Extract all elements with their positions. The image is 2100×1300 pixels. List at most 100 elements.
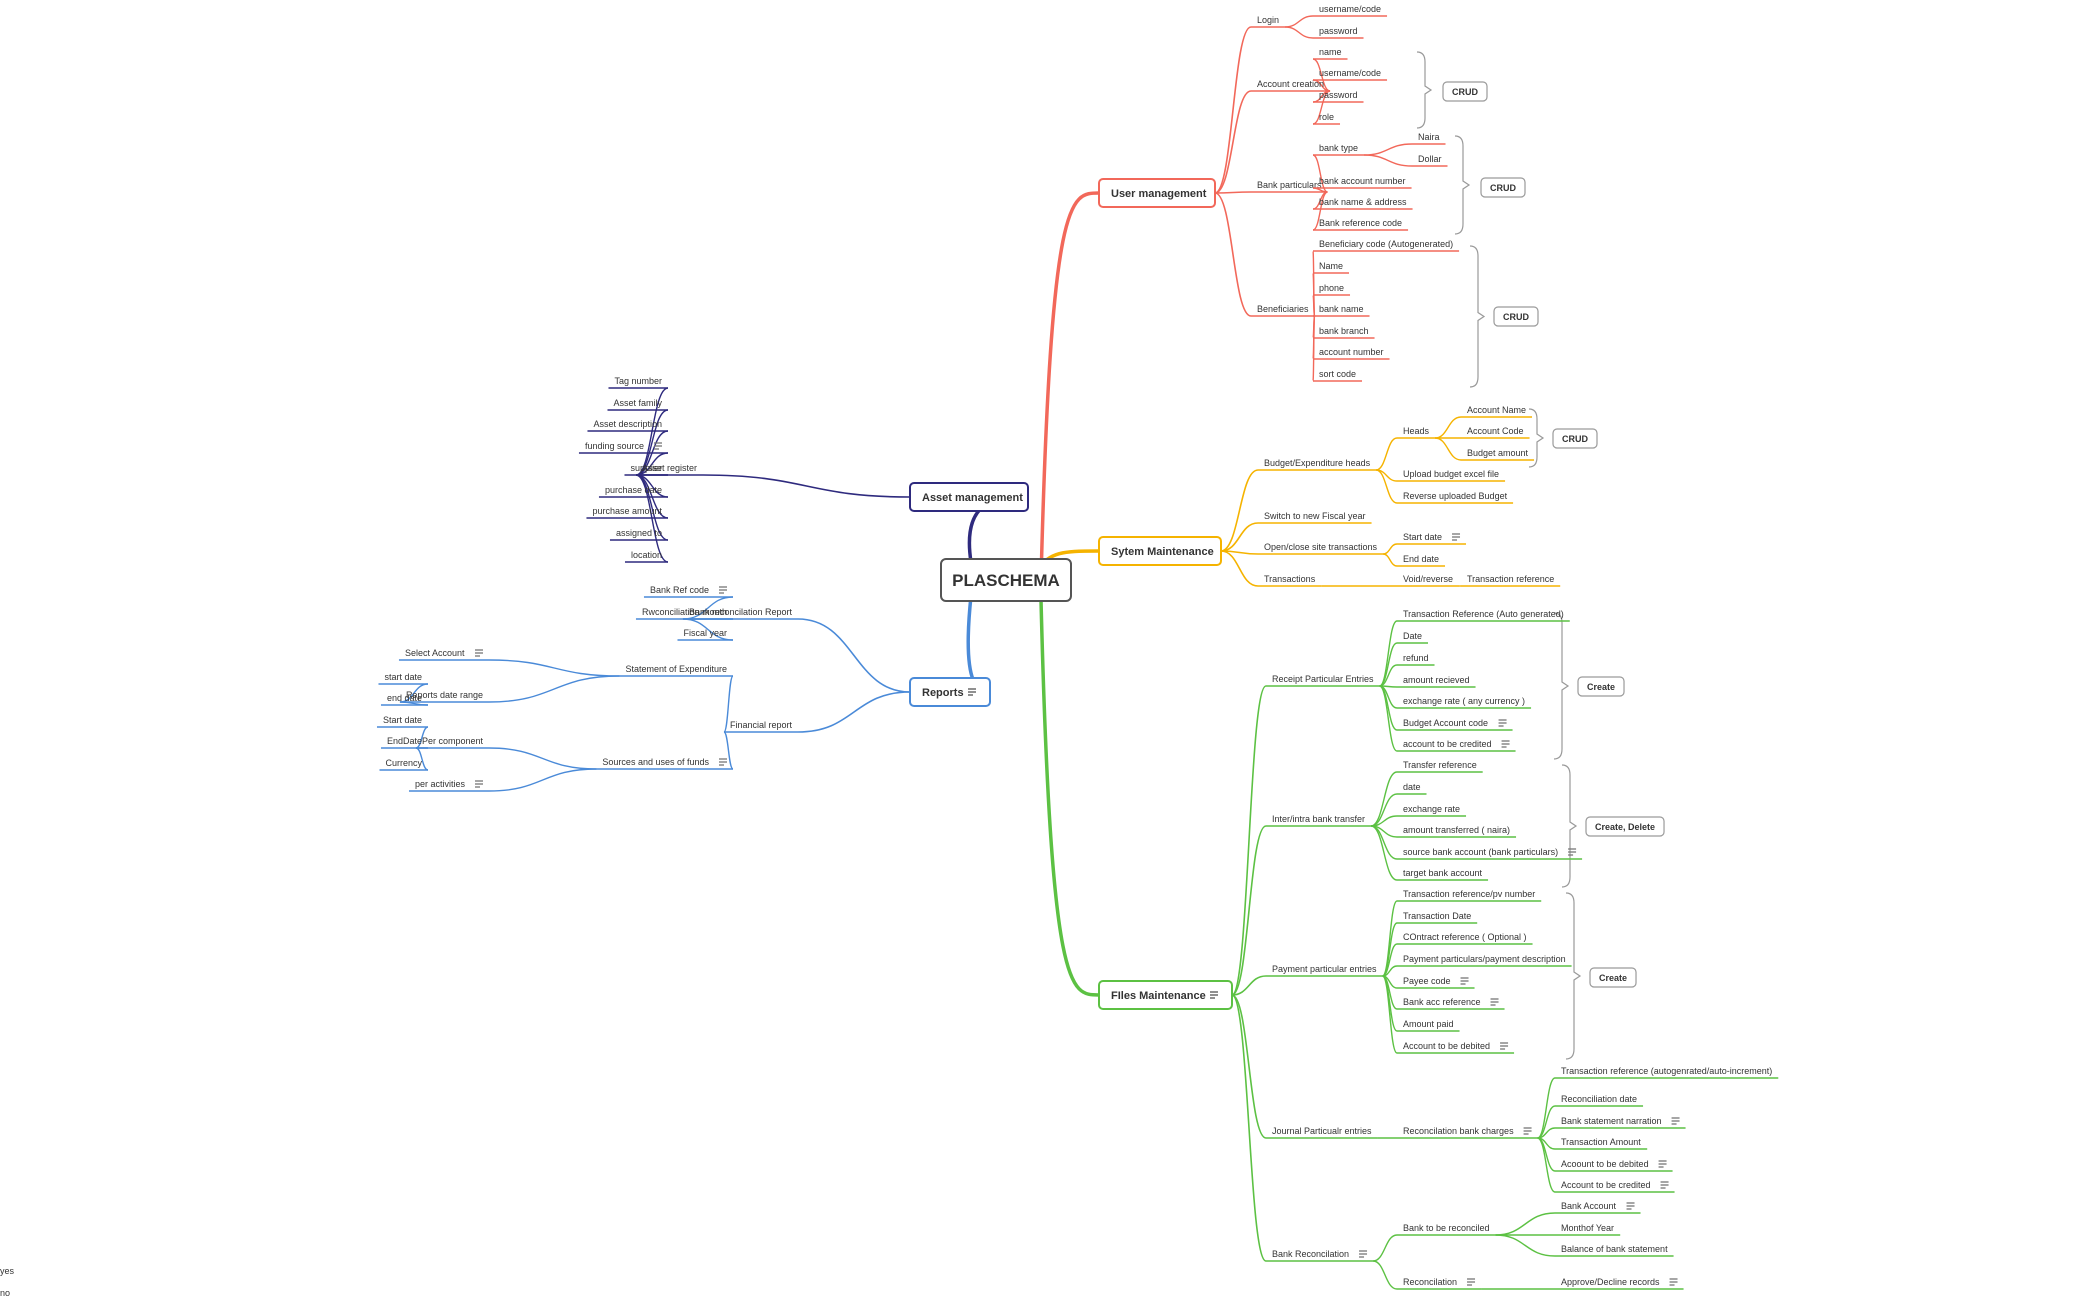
- topic-contract-reference-optional[interactable]: COntract reference ( Optional ): [1397, 932, 1533, 945]
- topic-bank-to-be-reconciled[interactable]: Bank to be reconciled: [1397, 1223, 1496, 1236]
- topic-sources-and-uses-of-funds[interactable]: Sources and uses of funds: [596, 757, 733, 770]
- topic-receipt-particular-entries[interactable]: Receipt Particular Entries: [1266, 674, 1380, 687]
- note-icon[interactable]: [1523, 1127, 1532, 1135]
- topic-no[interactable]: no: [0, 1288, 10, 1300]
- topic-amount-transferred-naira[interactable]: amount transferred ( naira): [1397, 825, 1517, 838]
- topic-bank-branch[interactable]: bank branch: [1313, 326, 1375, 339]
- topic-purchase-amount[interactable]: purchase amount: [586, 506, 668, 519]
- topic-open-close-site-transactions[interactable]: Open/close site transactions: [1258, 542, 1384, 555]
- note-icon[interactable]: [1452, 533, 1461, 541]
- topic-password[interactable]: password: [1313, 26, 1364, 39]
- topic-date[interactable]: date: [1397, 782, 1427, 795]
- note-icon[interactable]: [1490, 998, 1499, 1006]
- summary-create-delete[interactable]: Create, Delete: [1585, 816, 1665, 837]
- main-topic-reports[interactable]: Reports: [909, 677, 991, 707]
- main-topic-user-management[interactable]: User management: [1098, 178, 1216, 208]
- topic-transactions[interactable]: Transactions: [1258, 574, 1322, 587]
- topic-journal-particualr-entries[interactable]: Journal Particualr entries: [1266, 1126, 1378, 1139]
- note-icon[interactable]: [1210, 991, 1218, 999]
- note-icon[interactable]: [654, 442, 662, 450]
- topic-start-date[interactable]: start date: [378, 672, 428, 685]
- topic-bank-account[interactable]: Bank Account: [1555, 1201, 1641, 1214]
- topic-start-date[interactable]: Start date: [376, 715, 428, 728]
- note-icon[interactable]: [1500, 1042, 1509, 1050]
- summary-create[interactable]: Create: [1577, 676, 1625, 697]
- topic-amount-recieved[interactable]: amount recieved: [1397, 675, 1476, 688]
- topic-payment-particular-entries[interactable]: Payment particular entries: [1266, 964, 1383, 977]
- topic-switch-to-new-fiscal-year[interactable]: Switch to new Fiscal year: [1258, 511, 1372, 524]
- topic-budget-account-code[interactable]: Budget Account code: [1397, 718, 1513, 731]
- note-icon[interactable]: [1460, 977, 1469, 985]
- topic-acoount-to-be-debited[interactable]: Acoount to be debited: [1555, 1159, 1673, 1172]
- topic-currency[interactable]: Currency: [379, 758, 428, 771]
- main-topic-files-maintenance[interactable]: FIles Maintenance: [1098, 980, 1233, 1010]
- topic-location[interactable]: location: [624, 550, 668, 563]
- topic-bank-reconcilation[interactable]: Bank Reconcilation: [1266, 1249, 1374, 1262]
- topic-bank-name-address[interactable]: bank name & address: [1313, 197, 1413, 210]
- note-icon[interactable]: [1568, 848, 1577, 856]
- topic-bank-particulars[interactable]: Bank particulars: [1251, 180, 1328, 193]
- topic-end-date[interactable]: End date: [1397, 554, 1446, 567]
- topic-refund[interactable]: refund: [1397, 653, 1435, 666]
- topic-reconciliation-date[interactable]: Reconciliation date: [1555, 1094, 1644, 1107]
- summary-crud[interactable]: CRUD: [1442, 81, 1488, 102]
- topic-reconcilation-bank-charges[interactable]: Reconcilation bank charges: [1397, 1126, 1538, 1139]
- note-icon[interactable]: [1658, 1160, 1667, 1168]
- topic-bank-account-number[interactable]: bank account number: [1313, 176, 1412, 189]
- topic-reports-date-range[interactable]: Reports date range: [399, 690, 489, 703]
- note-icon[interactable]: [475, 780, 483, 788]
- summary-crud[interactable]: CRUD: [1493, 306, 1539, 327]
- topic-payee-code[interactable]: Payee code: [1397, 976, 1475, 989]
- topic-transaction-reference[interactable]: Transaction reference: [1461, 574, 1561, 587]
- topic-transaction-reference-auto-generated[interactable]: Transaction Reference (Auto generated): [1397, 609, 1570, 622]
- topic-asset-description[interactable]: Asset description: [587, 419, 668, 432]
- topic-phone[interactable]: phone: [1313, 283, 1351, 296]
- topic-exchange-rate[interactable]: exchange rate: [1397, 804, 1467, 817]
- central-topic[interactable]: PLASCHEMA: [940, 558, 1072, 602]
- summary-crud[interactable]: CRUD: [1480, 177, 1526, 198]
- note-icon[interactable]: [1467, 1278, 1476, 1286]
- topic-assigned-to[interactable]: assigned to: [609, 528, 668, 541]
- main-topic-sytem-maintenance[interactable]: Sytem Maintenance: [1098, 536, 1222, 566]
- topic-sort-code[interactable]: sort code: [1313, 369, 1363, 382]
- topic-bank-reference-code[interactable]: Bank reference code: [1313, 218, 1409, 231]
- topic-reverse-uploaded-budget[interactable]: Reverse uploaded Budget: [1397, 491, 1514, 504]
- main-topic-asset-management[interactable]: Asset management: [909, 482, 1029, 512]
- topic-transaction-date[interactable]: Transaction Date: [1397, 911, 1478, 924]
- topic-account-number[interactable]: account number: [1313, 347, 1390, 360]
- topic-account-to-be-credited[interactable]: Account to be credited: [1555, 1180, 1675, 1193]
- topic-transaction-reference-autogenrated-auto-increment[interactable]: Transaction reference (autogenrated/auto…: [1555, 1066, 1779, 1079]
- topic-account-to-be-debited[interactable]: Account to be debited: [1397, 1041, 1515, 1054]
- topic-beneficiary-code-autogenerated[interactable]: Beneficiary code (Autogenerated): [1313, 239, 1460, 252]
- topic-username-code[interactable]: username/code: [1313, 68, 1388, 81]
- topic-bank-type[interactable]: bank type: [1313, 143, 1365, 156]
- topic-inter-intra-bank-transfer[interactable]: Inter/intra bank transfer: [1266, 814, 1372, 827]
- topic-monthof-year[interactable]: Monthof Year: [1555, 1223, 1621, 1236]
- topic-balance-of-bank-statement[interactable]: Balance of bank statement: [1555, 1244, 1674, 1257]
- topic-bank-ref-code[interactable]: Bank Ref code: [643, 585, 733, 598]
- note-icon[interactable]: [1359, 1250, 1368, 1258]
- topic-source-bank-account-bank-particulars[interactable]: source bank account (bank particulars): [1397, 847, 1583, 860]
- topic-dollar[interactable]: Dollar: [1412, 154, 1448, 167]
- topic-enddate[interactable]: EndDate: [380, 736, 428, 749]
- topic-date[interactable]: Date: [1397, 631, 1429, 644]
- note-icon[interactable]: [1501, 740, 1510, 748]
- topic-bank-acc-reference[interactable]: Bank acc reference: [1397, 997, 1505, 1010]
- topic-approve-decline-records[interactable]: Approve/Decline records: [1555, 1277, 1684, 1290]
- note-icon[interactable]: [1626, 1202, 1635, 1210]
- topic-rwconciliation-month[interactable]: Rwconciliation month: [635, 607, 733, 620]
- topic-login[interactable]: Login: [1251, 15, 1286, 28]
- note-icon[interactable]: [1671, 1117, 1680, 1125]
- topic-asset-family[interactable]: Asset family: [607, 398, 668, 411]
- topic-amount-paid[interactable]: Amount paid: [1397, 1019, 1460, 1032]
- topic-per-activities[interactable]: per activities: [408, 779, 489, 792]
- topic-account-name[interactable]: Account Name: [1461, 405, 1533, 418]
- topic-per-component[interactable]: Per component: [415, 736, 489, 749]
- topic-role[interactable]: role: [1313, 112, 1341, 125]
- topic-heads[interactable]: Heads: [1397, 426, 1436, 439]
- topic-beneficiaries[interactable]: Beneficiaries: [1251, 304, 1315, 317]
- summary-create[interactable]: Create: [1589, 967, 1637, 988]
- topic-purchase-date[interactable]: purchase date: [598, 485, 668, 498]
- topic-start-date[interactable]: Start date: [1397, 532, 1467, 545]
- topic-account-creation[interactable]: Account creation: [1251, 79, 1331, 92]
